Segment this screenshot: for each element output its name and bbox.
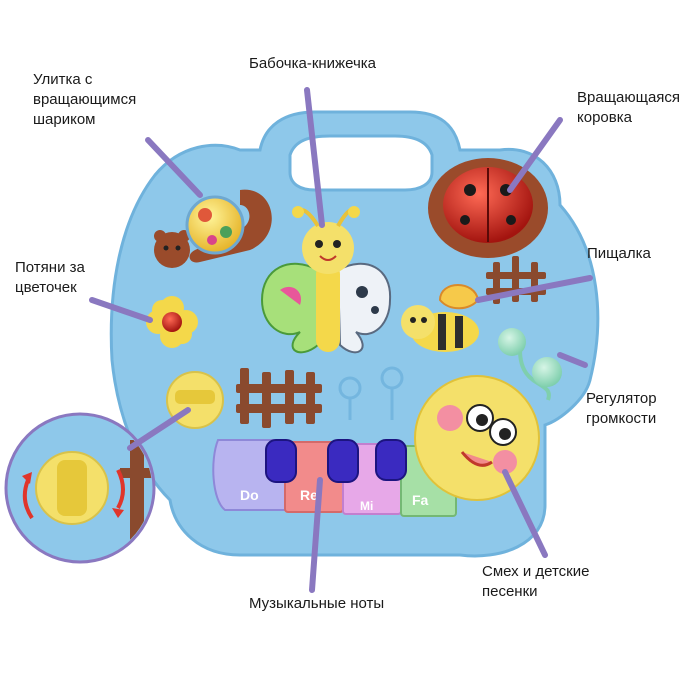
label-pull-flower: Потяни за цветочек (15, 259, 85, 296)
butterfly-book-toy (260, 206, 392, 354)
caterpillar-laugh-toy (414, 375, 540, 501)
bee-squeaker-toy (401, 284, 480, 352)
ladybug-spinner-toy (428, 158, 548, 258)
key-mi-label: Mi (360, 499, 373, 513)
pull-flower-toy (146, 296, 198, 348)
label-squeaker: Пищалка (587, 245, 651, 262)
rotate-right-arrow-icon (116, 469, 125, 509)
label-snail-ball: Улитка с вращающимся шариком (33, 71, 137, 128)
label-volume: Регулятор громкости (586, 390, 657, 427)
key-fa-label: Fa (412, 492, 429, 508)
embossed-flowers (338, 366, 404, 420)
label-music-notes: Музыкальные ноты (249, 595, 385, 612)
label-ladybug-spinner: Вращающаяся коровка (577, 89, 681, 126)
zoom-inset (4, 412, 156, 564)
rotate-left-arrow-icon (22, 479, 34, 520)
fence-decoration-left (236, 368, 322, 428)
label-laugh-songs: Смех и детские песенки (482, 563, 590, 600)
label-butterfly-book: Бабочка-книжечка (249, 55, 376, 72)
key-re-label: Re (300, 487, 318, 503)
snail-ball-toy (154, 189, 272, 268)
volume-knobs (498, 328, 562, 401)
callout-pointers (89, 87, 593, 593)
key-do-label: Do (240, 487, 259, 503)
